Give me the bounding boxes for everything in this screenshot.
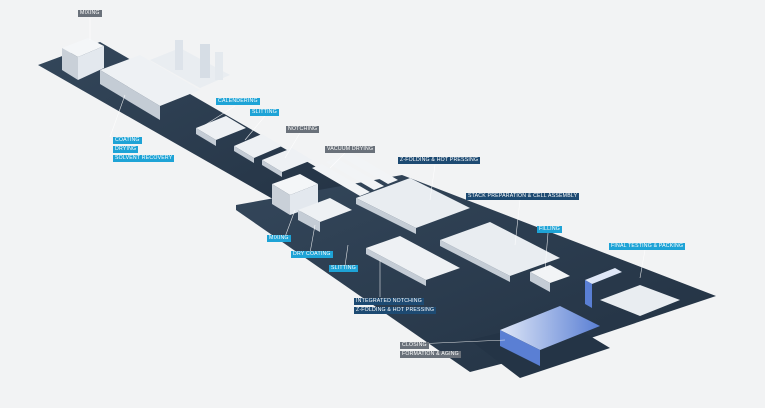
label-final-testing: FINAL TESTING & PACKING	[609, 243, 686, 250]
notching-machines	[262, 148, 312, 177]
label-mixing-top: MIXING	[78, 10, 102, 17]
filling-machine	[530, 265, 570, 292]
label-slitting-bottom: SLITTING	[329, 265, 358, 272]
zfolding-machines-upper	[356, 178, 470, 234]
label-slitting-top: SLITTING	[250, 109, 279, 116]
label-calendering: CALENDERING	[216, 98, 260, 105]
leader-lines	[89, 18, 646, 345]
label-zfolding-hot-pressing-2: Z-FOLDING & HOT PRESSING	[354, 307, 437, 314]
label-mixing-bottom: MIXING	[267, 235, 291, 242]
label-coating: COATING	[113, 137, 142, 144]
label-zfolding-hot-pressing: Z-FOLDING & HOT PRESSING	[398, 157, 481, 164]
mixing-machine-top	[62, 38, 104, 80]
label-notching: NOTCHING	[286, 126, 320, 133]
label-vacuum-drying: VACUUM DRYING	[325, 146, 376, 153]
calendering-machines	[196, 116, 246, 146]
integrated-notching-machines	[366, 236, 460, 286]
vacuum-drying-ovens	[312, 152, 398, 196]
label-dry-coating: DRY COATING	[291, 251, 333, 258]
coating-line-top	[100, 40, 230, 120]
label-drying: DRYING	[113, 146, 139, 153]
label-formation-aging: FORMATION & AGING	[400, 351, 461, 358]
label-integrated-notching: INTEGRATED NOTCHING	[354, 298, 424, 305]
lower-floor	[236, 175, 716, 372]
label-solvent-recovery: SOLVENT RECOVERY	[113, 155, 175, 162]
formation-aging-racks	[500, 306, 600, 366]
final-testing-racks	[585, 268, 680, 316]
slitting-machines-top	[234, 134, 282, 163]
label-filling: FILLING	[537, 226, 563, 233]
label-closing: CLOSING	[400, 342, 429, 349]
label-stack-preparation: STACK PREPARATION & CELL ASSEMBLY	[466, 193, 580, 200]
stack-assembly-machines	[440, 222, 560, 282]
